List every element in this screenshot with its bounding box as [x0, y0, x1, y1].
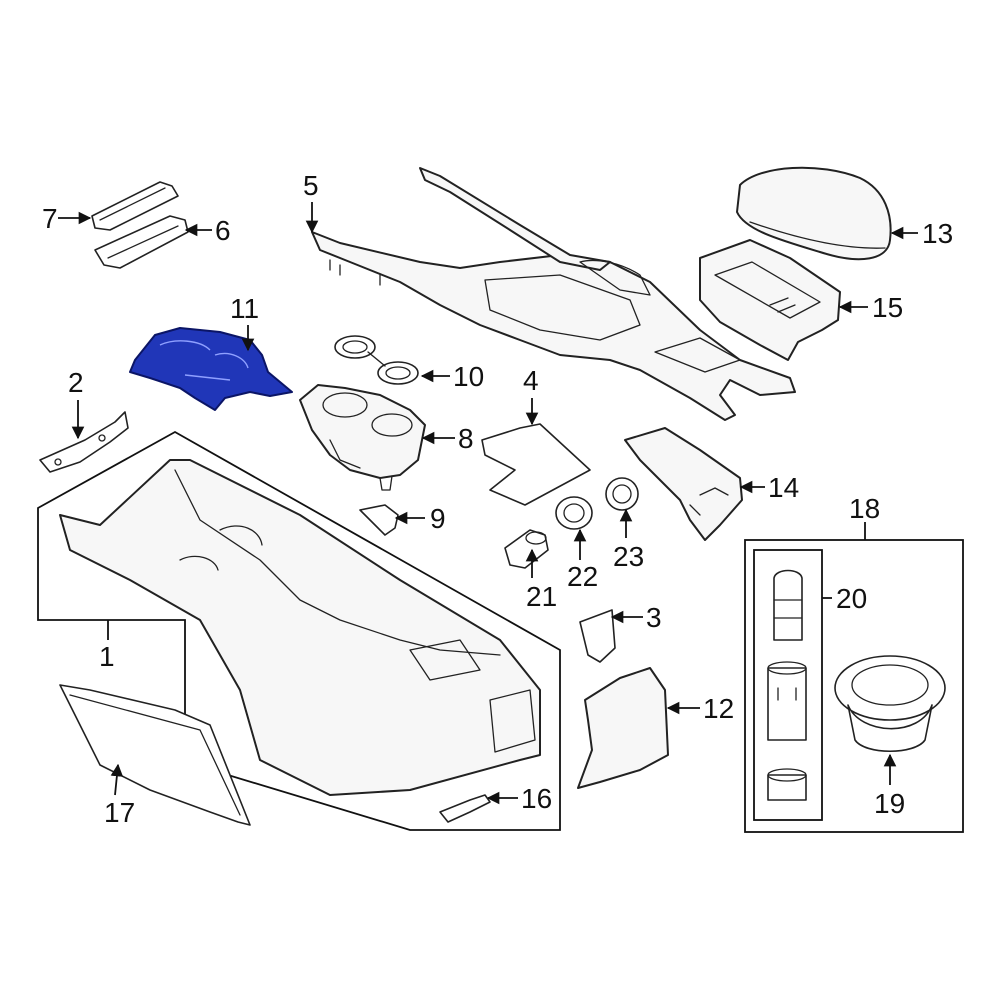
- callout-9: 9: [430, 503, 446, 534]
- callout-5: 5: [303, 170, 319, 201]
- part-8-cup-holder[interactable]: [299, 384, 426, 491]
- part-7-small-trim[interactable]: [91, 181, 179, 231]
- callout-17: 17: [104, 797, 135, 828]
- callout-3: 3: [646, 602, 662, 633]
- callout-4: 4: [523, 365, 539, 396]
- part-15-armrest-bin[interactable]: [699, 239, 841, 361]
- callout-1: 1: [99, 641, 115, 672]
- leader-lines: [58, 202, 918, 805]
- part-10-seal-ring[interactable]: [334, 335, 419, 385]
- part-19-outlet-bezel[interactable]: [834, 655, 946, 753]
- callout-10: 10: [453, 361, 484, 392]
- part-4-plate[interactable]: [481, 423, 591, 506]
- part-1-console-body[interactable]: [59, 459, 541, 796]
- part-22-retainer-ring[interactable]: [555, 496, 593, 530]
- callout-13: 13: [922, 218, 953, 249]
- callout-labels: 7 6 5 11 10 2 4 8 9 14 13 15 21 22 23 3 …: [42, 170, 953, 828]
- part-16-bracket[interactable]: [439, 794, 491, 823]
- callout-16: 16: [521, 783, 552, 814]
- callout-18: 18: [849, 493, 880, 524]
- part-11-cup-holder-insert-highlighted[interactable]: [129, 327, 293, 411]
- part-5-console-trim-panel[interactable]: [311, 167, 796, 421]
- callout-23: 23: [613, 541, 644, 572]
- part-18-group-outline: [744, 539, 964, 833]
- part-12-side-panel[interactable]: [577, 667, 669, 789]
- part-17-side-trim-panel[interactable]: [59, 684, 251, 826]
- callout-6: 6: [215, 215, 231, 246]
- callout-2: 2: [68, 367, 84, 398]
- part-20-lighter[interactable]: [767, 569, 807, 801]
- part-14-bracket[interactable]: [624, 427, 743, 541]
- part-13-armrest-lid[interactable]: [736, 166, 892, 261]
- callout-20: 20: [836, 583, 867, 614]
- part-3-cover[interactable]: [579, 609, 616, 663]
- callout-8: 8: [458, 423, 474, 454]
- callout-12: 12: [703, 693, 734, 724]
- part-2-bracket[interactable]: [39, 411, 129, 473]
- callout-19: 19: [874, 788, 905, 819]
- callout-7: 7: [42, 203, 58, 234]
- part-23-socket-cap[interactable]: [605, 477, 639, 511]
- callout-11: 11: [230, 293, 259, 324]
- callout-14: 14: [768, 472, 799, 503]
- callout-22: 22: [567, 561, 598, 592]
- callout-15: 15: [872, 292, 903, 323]
- part-21-socket-housing[interactable]: [504, 529, 549, 569]
- callout-21: 21: [526, 581, 557, 612]
- part-1-group-outline: [37, 430, 561, 831]
- part-9-bracket[interactable]: [359, 504, 399, 536]
